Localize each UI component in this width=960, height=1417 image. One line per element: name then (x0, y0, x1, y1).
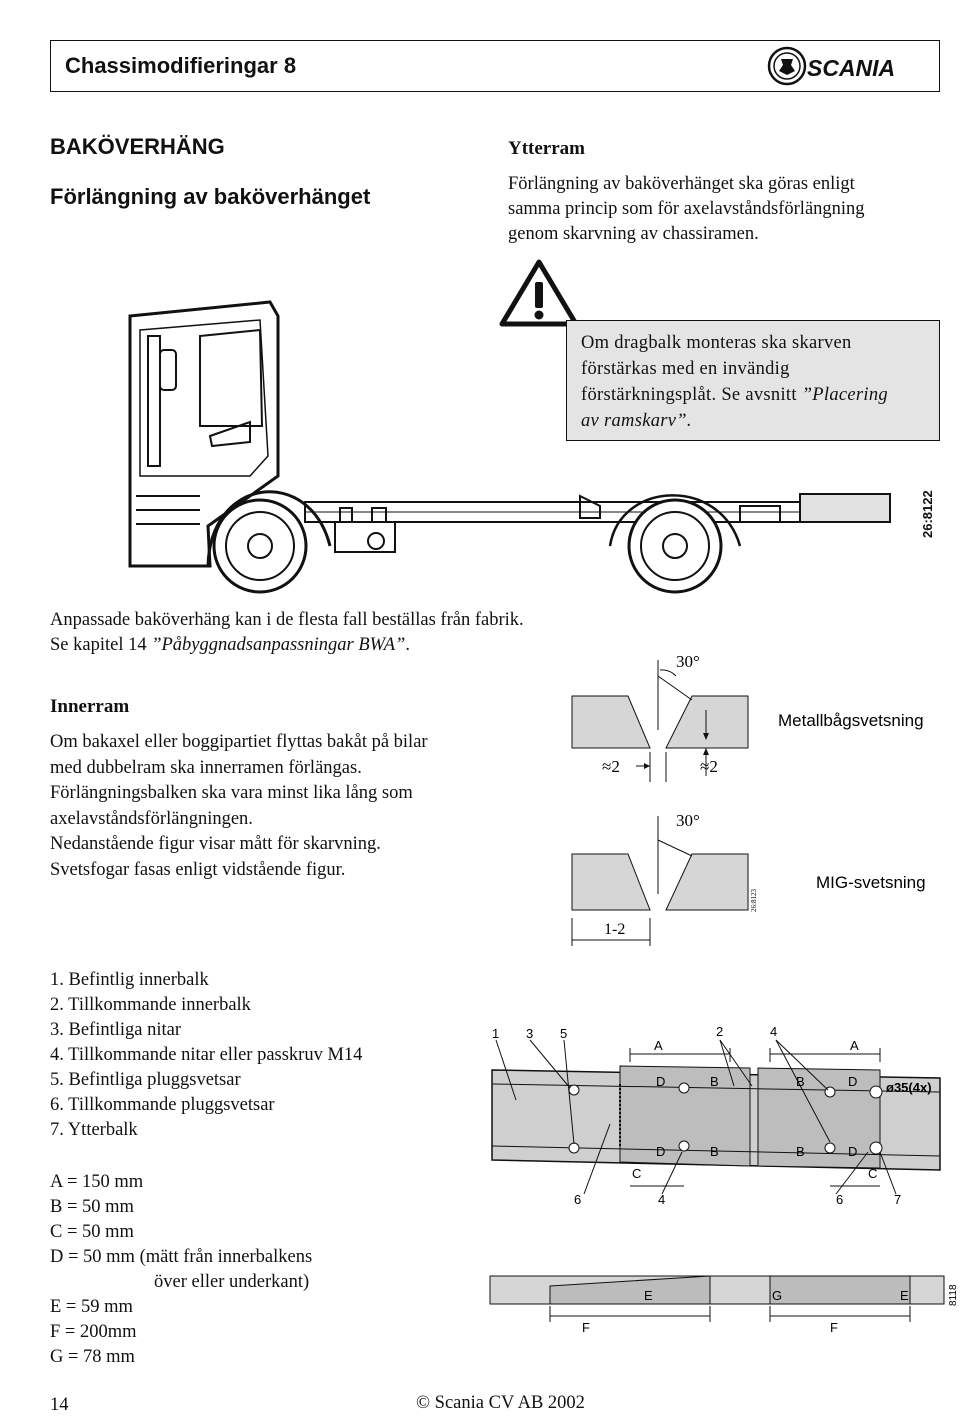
weld-joint-figure: 30° ≈2 ≈2 Metallbågsvetsning 30° 1-2 26:… (571, 652, 926, 946)
callout-6-right: 6 (836, 1192, 843, 1207)
innerram-line: Svetsfogar fasas enligt vidstående figur… (50, 859, 346, 880)
list-item: B = 50 mm (50, 1197, 134, 1217)
innerram-line: Förlängningsbalken ska vara minst lika l… (50, 783, 413, 803)
dim-D-top-left: D (656, 1074, 665, 1089)
ytterram-heading: Ytterram (508, 138, 586, 159)
scania-logo: SCANIA (767, 45, 927, 87)
angle-bottom-label: 30° (676, 811, 700, 830)
list-item: G = 78 mm (50, 1347, 135, 1367)
innerram-line: med dubbelram ska innerramen förlängas. (50, 757, 362, 778)
weld-figure-code: 26:8123 (750, 889, 758, 912)
warning-line: förstärkas med en invändig (581, 359, 790, 379)
gap-bottom-label: 1-2 (604, 921, 625, 938)
callout-5: 5 (560, 1026, 567, 1041)
ytterram-line: Förlängning av baköverhänget ska göras e… (508, 174, 855, 194)
list-item: 1. Befintlig innerbalk (50, 970, 209, 990)
caption-line: Anpassade baköverhäng kan i de flesta fa… (50, 610, 524, 630)
list-item: C = 50 mm (50, 1222, 134, 1242)
dim-B-bottom-right: B (796, 1144, 805, 1159)
dim-A-right: A (850, 1038, 859, 1053)
dim-C-right: C (868, 1166, 877, 1181)
dimensions-list: A = 150 mm B = 50 mm C = 50 mm D = 50 mm… (50, 1170, 312, 1370)
innerram-text: Om bakaxel eller boggipartiet flyttas ba… (50, 730, 520, 883)
warning-line: av ramskarv”. (581, 408, 925, 434)
list-item: 7. Ytterbalk (50, 1120, 138, 1140)
caption-end: . (405, 635, 410, 655)
figure-code: 26:8122 (918, 480, 938, 540)
brand-text: SCANIA (807, 55, 895, 81)
section-subheading: Förlängning av baköverhänget (50, 184, 371, 209)
caption-plain: Se kapitel 14 (50, 635, 152, 655)
angle-top-label: 30° (676, 652, 700, 671)
beam-splice-figure: 1 3 5 2 4 A A D B D B B D B D C C ø35(4x… (489, 1024, 959, 1335)
dim-F-right: F (830, 1320, 838, 1335)
figure-code-text: 26:8122 (920, 490, 935, 538)
list-item: över eller underkant) (154, 1272, 310, 1292)
list-item: 4. Tillkommande nitar eller passkruv M14 (50, 1045, 363, 1065)
innerram-line: Nedanstående figur visar mått för skarvn… (50, 834, 381, 854)
parts-list: 1. Befintlig innerbalk 2. Tillkommande i… (50, 968, 362, 1143)
callout-6-left: 6 (574, 1192, 581, 1207)
section-heading: BAKÖVERHÄNG (50, 134, 225, 159)
rear-wheel (627, 498, 723, 594)
list-item: 2. Tillkommande innerbalk (50, 995, 251, 1015)
list-item: 5. Befintliga pluggsvetsar (50, 1070, 241, 1090)
copyright: © Scania CV AB 2002 (416, 1393, 585, 1413)
gap-left-label: ≈2 (602, 757, 620, 776)
dim-D-top-right: D (848, 1074, 857, 1089)
hole-diameter-label: ø35(4x) (886, 1080, 932, 1095)
truck-chassis-figure (128, 300, 891, 594)
front-wheel (212, 498, 308, 594)
label-metallbagsvetsning: Metallbågsvetsning (778, 711, 924, 730)
warning-icon (499, 259, 579, 327)
ytterram-line: samma princip som för axelavståndsförlän… (508, 199, 865, 219)
gap-right-label: ≈2 (700, 757, 718, 776)
warning-line: förstärkningsplåt. Se avsnitt ”Placering (581, 382, 925, 408)
list-item: D = 50 mm (mätt från innerbalkens (50, 1247, 313, 1267)
dim-B-top-right: B (796, 1074, 805, 1089)
warning-line: Om dragbalk monteras ska skarven (581, 333, 852, 353)
page-number: 14 (50, 1395, 69, 1415)
figure-caption: Anpassade baköverhäng kan i de flesta fa… (50, 608, 610, 658)
dim-E-left: E (644, 1288, 653, 1303)
caption-italic: ”Påbyggnadsanpassningar BWA” (151, 635, 406, 655)
dim-G: G (772, 1288, 782, 1303)
list-item: F = 200mm (50, 1322, 137, 1342)
warning-italic-1: ”Placering (801, 385, 888, 405)
warning-box: Om dragbalk monteras ska skarven förstär… (566, 320, 940, 441)
callout-2: 2 (716, 1024, 723, 1039)
callout-1: 1 (492, 1026, 499, 1041)
list-item: 6. Tillkommande pluggsvetsar (50, 1095, 275, 1115)
ytterram-text: Förlängning av baköverhänget ska göras e… (508, 172, 928, 247)
dim-D-bottom-left: D (656, 1144, 665, 1159)
list-item: E = 59 mm (50, 1297, 133, 1317)
innerram-line: axelavståndsförlängningen. (50, 808, 253, 829)
list-item: 3. Befintliga nitar (50, 1020, 182, 1040)
dim-D-bottom-right: D (848, 1144, 857, 1159)
header-box: Chassimodifieringar 8 SCANIA (50, 40, 940, 92)
innerram-heading: Innerram (50, 696, 130, 717)
dim-E-right: E (900, 1288, 909, 1303)
beam-figure-code: 8118 (948, 1284, 959, 1306)
warning-italic-2: av ramskarv”. (581, 411, 692, 431)
callout-4: 4 (770, 1024, 777, 1039)
callout-4-bottom: 4 (658, 1192, 665, 1207)
dim-F-left: F (582, 1320, 590, 1335)
innerram-line: Om bakaxel eller boggipartiet flyttas ba… (50, 732, 428, 752)
callout-3: 3 (526, 1026, 533, 1041)
dim-B-bottom-left: B (710, 1144, 719, 1159)
caption-line: Se kapitel 14 ”Påbyggnadsanpassningar BW… (50, 633, 610, 658)
document-title: Chassimodifieringar 8 (65, 53, 297, 78)
warning-line-plain: förstärkningsplåt. Se avsnitt (581, 385, 802, 405)
list-item: A = 150 mm (50, 1172, 144, 1192)
callout-7: 7 (894, 1192, 901, 1207)
dim-A-left: A (654, 1038, 663, 1053)
dim-C-left: C (632, 1166, 641, 1181)
dim-B-top-left: B (710, 1074, 719, 1089)
ytterram-line: genom skarvning av chassiramen. (508, 224, 759, 244)
label-mig-svetsning: MIG-svetsning (816, 873, 926, 892)
